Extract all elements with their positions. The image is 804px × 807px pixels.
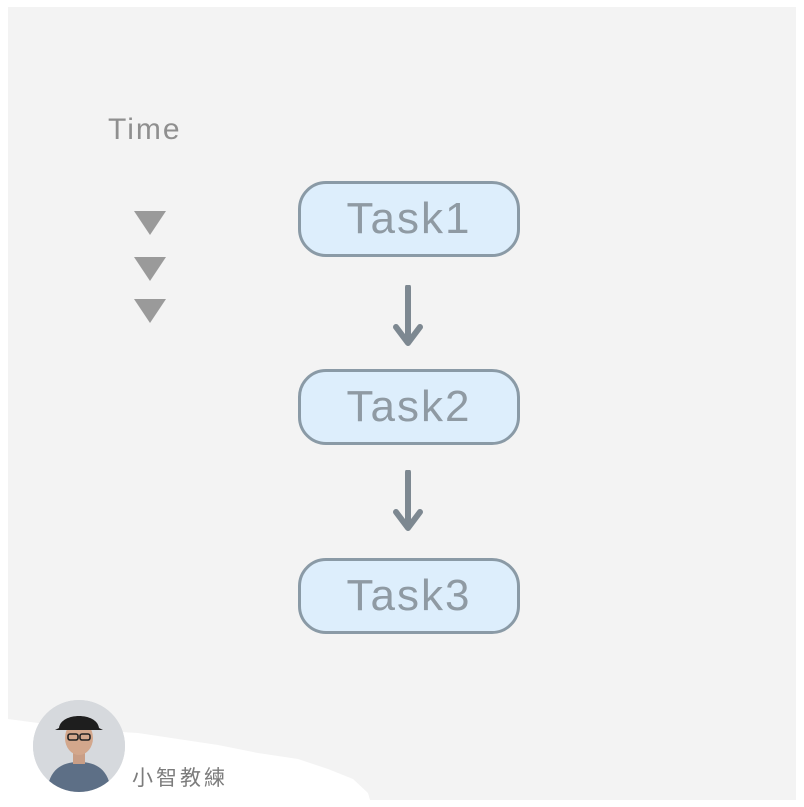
- brand-name: 小智教練: [132, 766, 228, 790]
- task-node-3: Task3: [298, 558, 520, 634]
- time-label: Time: [108, 113, 182, 146]
- diagram-canvas: Time Task1 Task2 Task3 小智教練: [8, 7, 796, 800]
- task-label: Task3: [346, 571, 472, 620]
- person-icon: [33, 700, 125, 792]
- down-arrow-icon: [393, 470, 423, 531]
- down-arrow-icon: [393, 285, 423, 346]
- down-triangle-icon: [134, 299, 166, 323]
- down-triangle-icon: [134, 257, 166, 281]
- task-node-1: Task1: [298, 181, 520, 257]
- task-node-2: Task2: [298, 369, 520, 445]
- task-label: Task1: [346, 194, 472, 243]
- avatar: [33, 700, 125, 792]
- task-label: Task2: [346, 382, 472, 431]
- down-triangle-icon: [134, 211, 166, 235]
